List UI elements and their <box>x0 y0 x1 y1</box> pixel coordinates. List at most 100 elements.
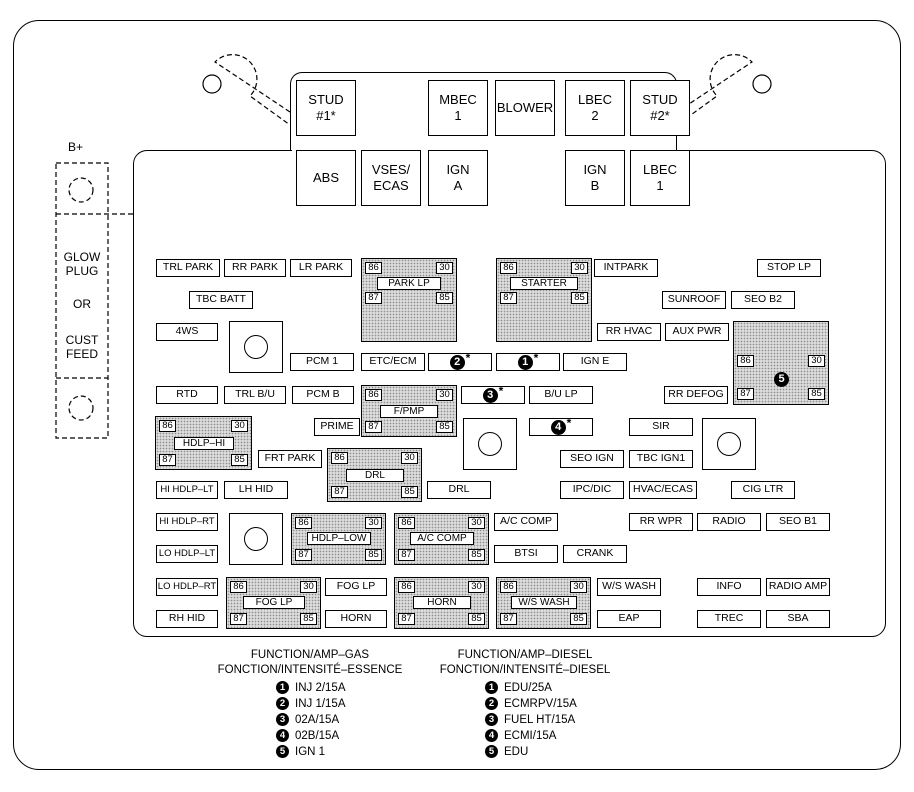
fuse-ign-b[interactable]: IGN B <box>565 150 625 206</box>
fuse-pcm-1[interactable]: PCM 1 <box>290 353 354 371</box>
legend-text: 02B/15A <box>295 729 340 742</box>
legend-diesel-title: FUNCTION/AMP–DIESEL <box>457 649 593 661</box>
relay-pin: 86 <box>365 389 382 401</box>
fuse-cig-ltr[interactable]: CIG LTR <box>731 481 795 499</box>
circle-icon <box>717 432 741 456</box>
relay-5[interactable]: 86 30 87 85 5 <box>733 321 829 405</box>
fuse-sba[interactable]: SBA <box>766 610 830 628</box>
fuse-seo-b1[interactable]: SEO B1 <box>766 513 830 531</box>
circuit-breaker[interactable] <box>229 321 283 373</box>
fuse-rtd[interactable]: RTD <box>156 386 218 404</box>
fuse-block-outline <box>13 20 901 770</box>
fuse-hi-hdlp-lt[interactable]: HI HDLP–LT <box>156 481 218 499</box>
fuse-stud-1[interactable]: STUD #1* <box>296 80 356 136</box>
fuse-rr-park[interactable]: RR PARK <box>224 259 286 277</box>
fuse-number-2[interactable]: 2* <box>428 351 492 371</box>
fuse-tbc-ign1[interactable]: TBC IGN1 <box>629 450 693 468</box>
fuse-sir[interactable]: SIR <box>629 418 693 436</box>
fuse-lh-hid[interactable]: LH HID <box>224 481 288 499</box>
fuse-ign-e[interactable]: IGN E <box>563 353 627 371</box>
fuse-sunroof[interactable]: SUNROOF <box>662 291 726 309</box>
fuse-seo-ign[interactable]: SEO IGN <box>560 450 624 468</box>
b-plus-label: B+ <box>68 140 84 154</box>
circuit-breaker[interactable] <box>463 418 517 470</box>
relay-pin: 30 <box>365 517 382 529</box>
relay-pin: 85 <box>468 549 485 561</box>
fuse-number-3[interactable]: 3* <box>461 384 525 404</box>
asterisk: * <box>566 416 572 430</box>
number-badge: 1 <box>485 681 498 694</box>
fuse-rr-hvac[interactable]: RR HVAC <box>597 323 661 341</box>
fuse-fog-lp[interactable]: FOG LP <box>325 578 387 596</box>
fuse-stud-2[interactable]: STUD #2* <box>630 80 690 136</box>
relay-drl[interactable]: 86 30 87 85 DRL <box>327 448 422 502</box>
fuse-lr-park[interactable]: LR PARK <box>290 259 352 277</box>
relay-fog-lp[interactable]: 86 30 87 85 FOG LP <box>226 577 321 629</box>
number-4-badge: 4 <box>550 419 566 435</box>
fuse-lo-hdlp-lt[interactable]: LO HDLP–LT <box>156 545 218 563</box>
fuse-ign-a[interactable]: IGN A <box>428 150 488 206</box>
asterisk: * <box>498 384 504 398</box>
legend-text: ECMRPV/15A <box>504 697 577 710</box>
relay-hdlp-low[interactable]: 86 30 87 85 HDLP–LOW <box>291 513 386 565</box>
fuse-lbec-2[interactable]: LBEC 2 <box>565 80 625 136</box>
fuse-pcm-b[interactable]: PCM B <box>292 386 354 404</box>
legend-text: 02A/15A <box>295 713 340 726</box>
fuse-mbec-1[interactable]: MBEC 1 <box>428 80 488 136</box>
relay-hdlp-hi[interactable]: 86 30 87 85 HDLP–HI <box>155 416 252 470</box>
fuse-trec[interactable]: TREC <box>697 610 761 628</box>
fuse-frt-park[interactable]: FRT PARK <box>258 450 322 468</box>
fuse-rh-hid[interactable]: RH HID <box>156 610 218 628</box>
fuse-lbec-1[interactable]: LBEC 1 <box>630 150 690 206</box>
fuse-info[interactable]: INFO <box>697 578 761 596</box>
fuse-intpark[interactable]: INTPARK <box>594 259 658 277</box>
fuse-hi-hdlp-rt[interactable]: HI HDLP–RT <box>156 513 218 531</box>
fuse-stop-lp[interactable]: STOP LP <box>757 259 821 277</box>
fuse-number-4[interactable]: 4* <box>529 416 593 436</box>
fuse-radio-amp[interactable]: RADIO AMP <box>766 578 830 596</box>
fuse-tbc-batt[interactable]: TBC BATT <box>189 291 253 309</box>
circuit-breaker[interactable] <box>702 418 756 470</box>
fuse-hvac-ecas[interactable]: HVAC/ECAS <box>629 481 697 499</box>
fuse-trl-park[interactable]: TRL PARK <box>156 259 220 277</box>
fuse-radio[interactable]: RADIO <box>697 513 761 531</box>
fuse-4ws[interactable]: 4WS <box>156 323 218 341</box>
fuse-horn[interactable]: HORN <box>325 610 387 628</box>
number-2-badge: 2 <box>449 354 465 370</box>
fuse-bu-lp[interactable]: B/U LP <box>529 386 593 404</box>
fuse-eap[interactable]: EAP <box>597 610 661 628</box>
relay-park-lp[interactable]: 86 30 87 85 PARK LP <box>361 258 457 342</box>
relay-label: HORN <box>413 596 471 609</box>
fuse-aux-pwr[interactable]: AUX PWR <box>665 323 729 341</box>
fuse-drl[interactable]: DRL <box>427 481 491 499</box>
fuse-ac-comp[interactable]: A/C COMP <box>494 513 558 531</box>
fuse-seo-b2[interactable]: SEO B2 <box>731 291 795 309</box>
relay-ws-wash[interactable]: 86 30 87 85 W/S WASH <box>496 577 591 629</box>
relay-ac-comp[interactable]: 86 30 87 85 A/C COMP <box>394 513 489 565</box>
fuse-prime[interactable]: PRIME <box>314 418 360 436</box>
fuse-ws-wash[interactable]: W/S WASH <box>597 578 661 596</box>
number-badge: 2 <box>276 697 289 710</box>
relay-horn[interactable]: 86 30 87 85 HORN <box>394 577 489 629</box>
number-badge: 3 <box>485 713 498 726</box>
fuse-etc-ecm[interactable]: ETC/ECM <box>361 353 425 371</box>
fuse-crank[interactable]: CRANK <box>563 545 627 563</box>
number-1-badge: 1 <box>517 354 533 370</box>
fuse-vses-ecas[interactable]: VSES/ ECAS <box>361 150 421 206</box>
fuse-ipc-dic[interactable]: IPC/DIC <box>560 481 624 499</box>
fuse-abs[interactable]: ABS <box>296 150 356 206</box>
fuse-rr-defog[interactable]: RR DEFOG <box>664 386 728 404</box>
fuse-lo-hdlp-rt[interactable]: LO HDLP–RT <box>156 578 218 596</box>
fuse-rr-wpr[interactable]: RR WPR <box>629 513 693 531</box>
fuse-btsi[interactable]: BTSI <box>494 545 558 563</box>
relay-pin: 87 <box>230 613 247 625</box>
fuse-trl-bu[interactable]: TRL B/U <box>224 386 286 404</box>
relay-f-pmp[interactable]: 86 30 87 85 F/PMP <box>361 385 457 437</box>
number-badge: 4 <box>485 729 498 742</box>
circuit-breaker[interactable] <box>229 513 283 565</box>
relay-starter[interactable]: 86 30 87 85 STARTER <box>496 258 592 342</box>
fuse-number-1[interactable]: 1* <box>496 351 560 371</box>
fuse-blower[interactable]: BLOWER <box>495 80 555 136</box>
